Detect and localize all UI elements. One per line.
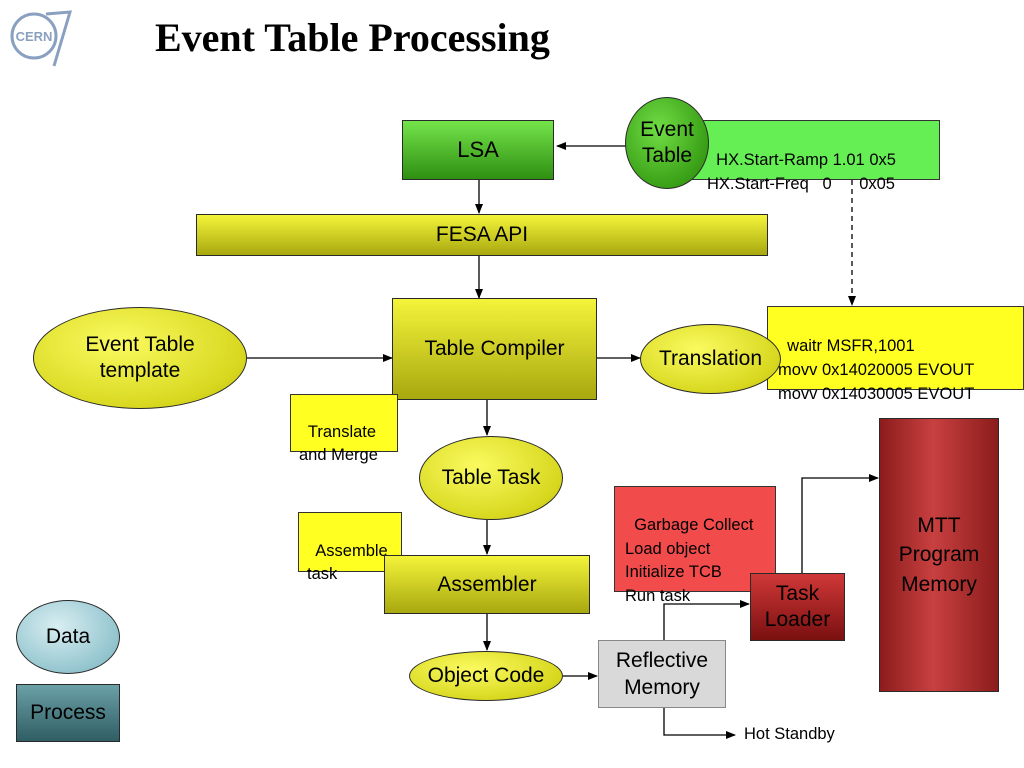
cern-logo-text: CERN: [16, 29, 53, 44]
mtt-memory-label: MTT Program Memory: [898, 513, 980, 596]
mtt-memory-box: MTT Program Memory: [879, 418, 999, 692]
legend-process: Process: [16, 684, 120, 742]
hot-standby-label: Hot Standby: [744, 725, 835, 743]
arrow-reflective-to-standby: [663, 708, 736, 739]
fesa-api-box: FESA API: [196, 214, 768, 256]
assemble-task-note: Assemble task: [298, 512, 402, 583]
event-table-ellipse: Event Table: [625, 97, 709, 189]
legend-process-label: Process: [30, 701, 106, 724]
translate-merge-note: Translate and Merge: [290, 394, 398, 464]
reflective-memory-label: Reflective Memory: [615, 648, 709, 699]
assembler-label: Assembler: [437, 572, 537, 596]
task-loader-box: Task Loader: [750, 573, 845, 641]
task-loader-label: Task Loader: [764, 581, 831, 631]
loader-steps-text: Garbage Collect Load object Initialize T…: [625, 516, 754, 605]
event-table-note: HX.Start-Ramp 1.01 0x5 HX.Start-Freq 0 0…: [690, 120, 940, 193]
event-table-template-ellipse: Event Table template: [33, 307, 247, 409]
object-code-ellipse: Object Code: [409, 651, 563, 701]
assembler-box: Assembler: [384, 555, 590, 614]
assemble-task-text: Assemble task: [307, 542, 388, 584]
table-task-label: Table Task: [441, 465, 541, 489]
translation-ellipse: Translation: [640, 324, 781, 394]
cern-logo: CERN: [6, 6, 73, 72]
lsa-label: LSA: [457, 137, 499, 162]
event-table-label: Event Table: [640, 117, 694, 167]
legend-data-label: Data: [45, 624, 91, 648]
arrow-loader-to-mtt: [801, 474, 879, 573]
table-task-ellipse: Table Task: [419, 436, 563, 520]
translation-note-text: waitr MSFR,1001 movv 0x14020005 EVOUT mo…: [778, 336, 975, 403]
arrow-reflective-to-loader: [663, 600, 750, 640]
object-code-label: Object Code: [427, 663, 545, 687]
page-title: Event Table Processing: [155, 15, 550, 60]
fesa-api-label: FESA API: [435, 223, 529, 246]
loader-steps-note: Garbage Collect Load object Initialize T…: [614, 486, 776, 605]
event-table-note-text: HX.Start-Ramp 1.01 0x5 HX.Start-Freq 0 0…: [707, 150, 896, 193]
translate-merge-text: Translate and Merge: [299, 423, 378, 464]
lsa-box: LSA: [402, 120, 554, 180]
reflective-memory-box: Reflective Memory: [598, 640, 726, 708]
translation-note: waitr MSFR,1001 movv 0x14020005 EVOUT mo…: [767, 306, 1024, 403]
table-compiler-box: Table Compiler: [392, 298, 597, 400]
legend-data: Data: [16, 600, 120, 674]
translation-label: Translation: [658, 346, 763, 370]
table-compiler-label: Table Compiler: [424, 337, 565, 360]
event-table-template-label: Event Table template: [85, 332, 195, 382]
